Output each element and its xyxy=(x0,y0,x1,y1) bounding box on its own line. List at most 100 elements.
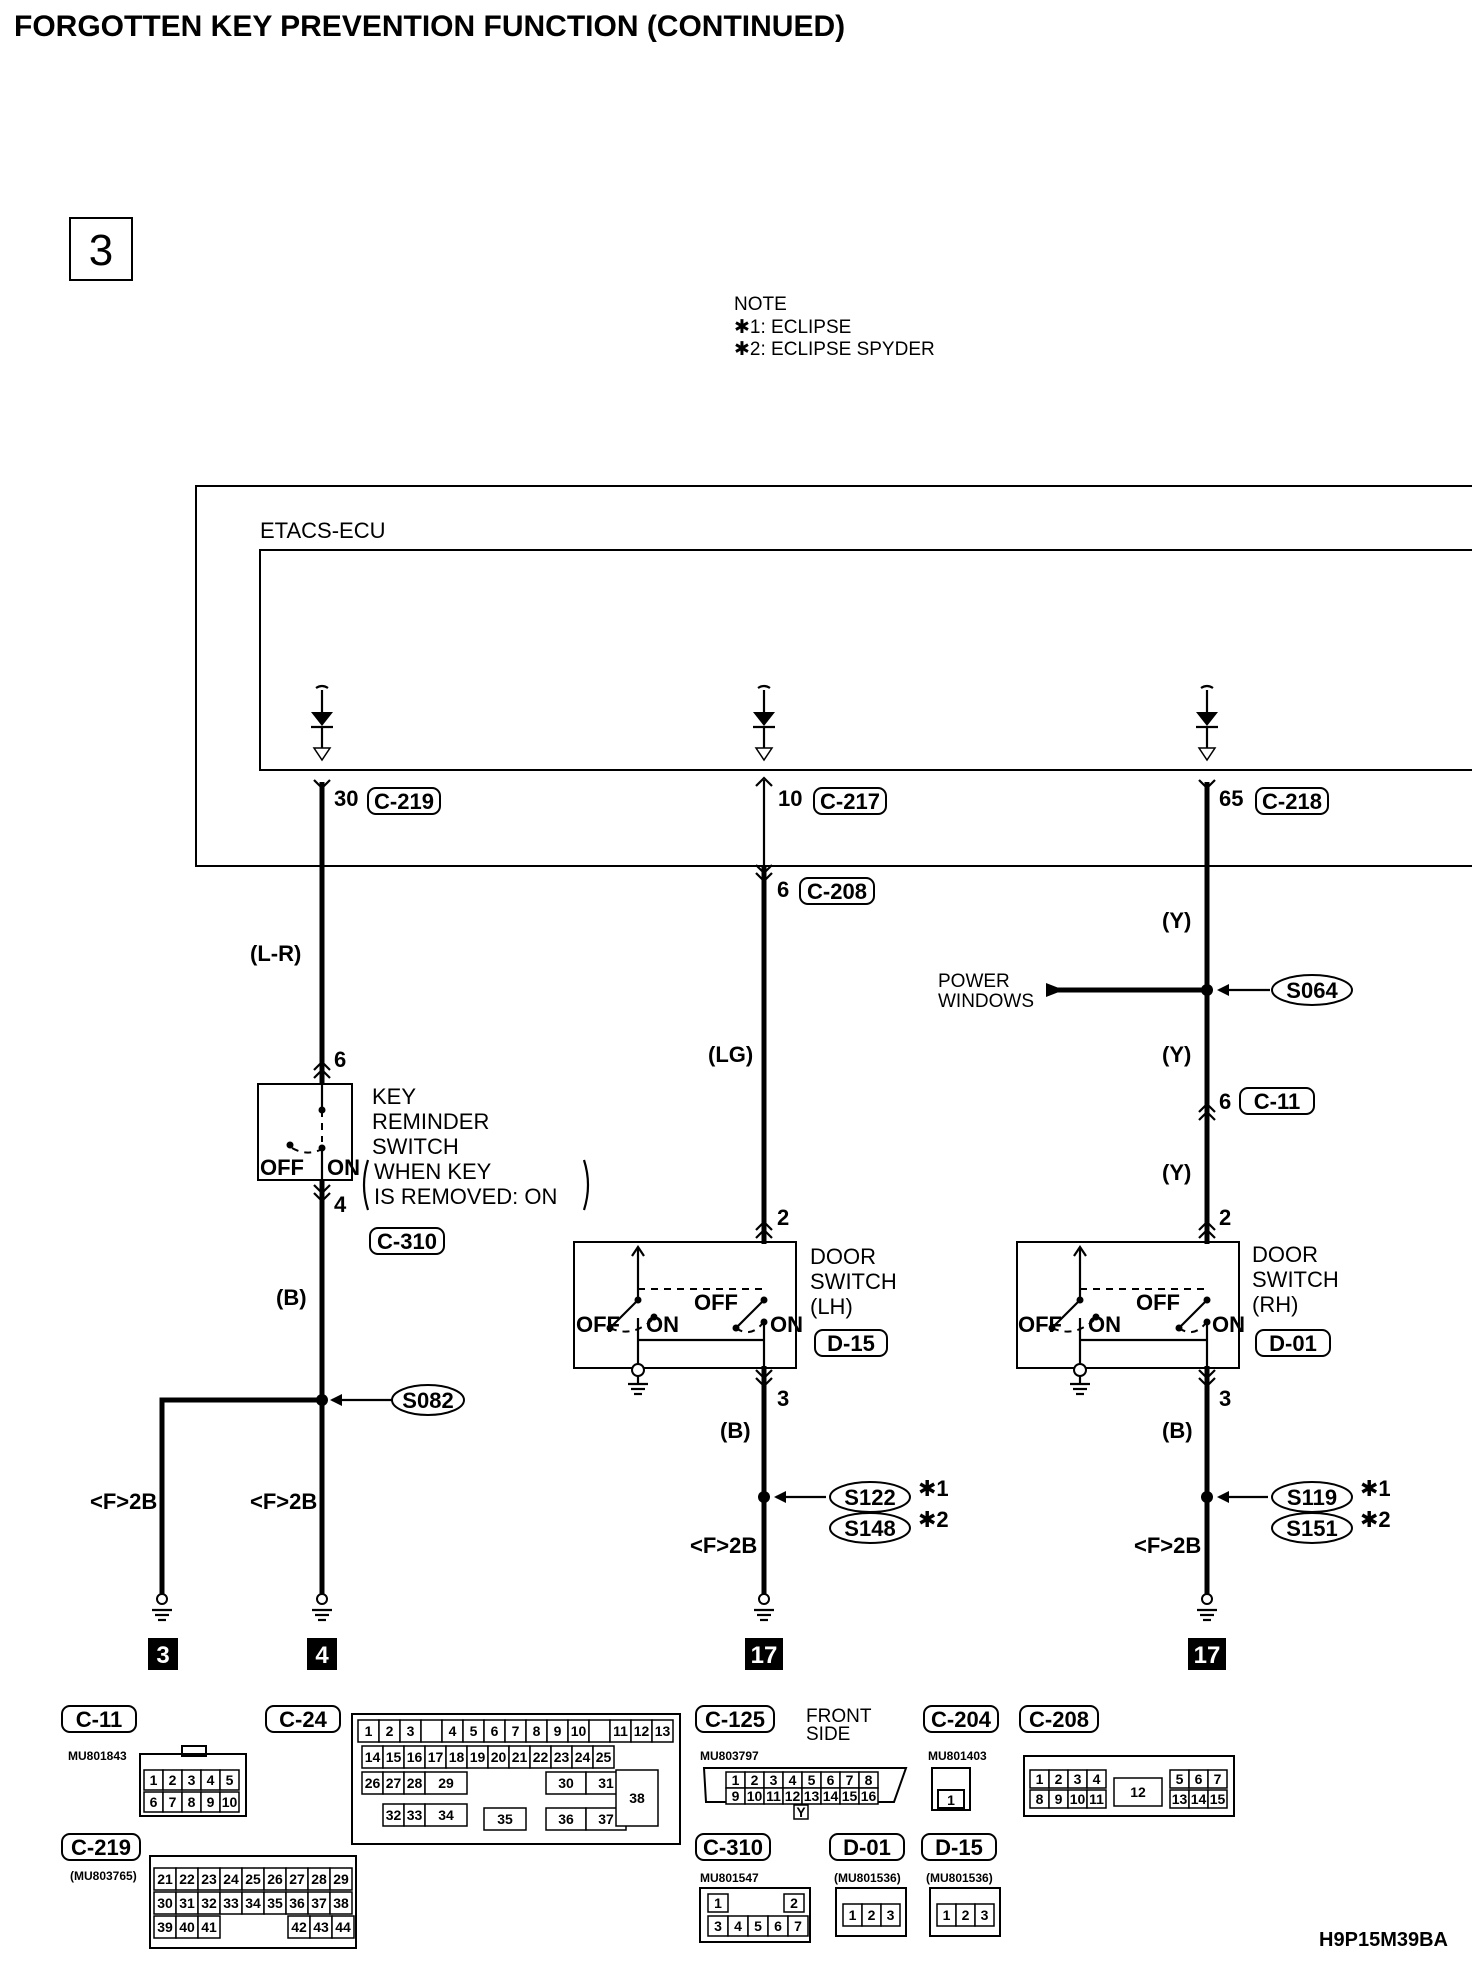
s082-oval xyxy=(391,1384,465,1416)
c204-cell: 1 xyxy=(947,1792,955,1808)
lh-sw-pin-bottom: 3 xyxy=(777,1386,789,1411)
key-sw-pin-bottom: 4 xyxy=(334,1192,347,1217)
d15-name: D-15 xyxy=(935,1835,983,1860)
c219-cell-label: 25 xyxy=(245,1871,261,1887)
note-eclipse-spyder: ✱2: ECLIPSE SPYDER xyxy=(734,339,935,360)
c125-cell-label: 1 xyxy=(732,1772,740,1788)
rh-jc-conn-box xyxy=(1239,1087,1315,1115)
door-lh-circuit xyxy=(755,776,773,1595)
c204-cell-box xyxy=(937,1789,965,1809)
ground-label-box-4 xyxy=(307,1638,337,1670)
key-reminder-circuit xyxy=(159,779,331,1595)
c208-cell-label: 7 xyxy=(1214,1771,1222,1787)
c208-cell-label: 2 xyxy=(1055,1771,1063,1787)
c208-cell-label: 8 xyxy=(1036,1791,1044,1807)
key-switch-off: OFF xyxy=(260,1155,304,1180)
c24-cell-label: 14 xyxy=(365,1749,381,1765)
rh-splice-1: S119 xyxy=(1287,1485,1337,1510)
c24-cell-label: 15 xyxy=(386,1749,402,1765)
lh-mark-1: ✱1 xyxy=(918,1476,949,1501)
c11-cell-box xyxy=(219,1791,240,1813)
c208-cell-box xyxy=(1086,1769,1107,1789)
lh-splice-arrow xyxy=(774,1491,786,1503)
door-switch-rh xyxy=(1016,1241,1240,1396)
key-cond-paren-right xyxy=(582,1159,590,1211)
c208-cell-box xyxy=(1086,1789,1107,1809)
c11-part: MU801843 xyxy=(68,1749,127,1763)
c219-cell-label: 42 xyxy=(291,1919,307,1935)
c11-cell-label: 1 xyxy=(150,1772,158,1788)
d15-cell-box xyxy=(974,1903,995,1927)
c24-cell-label: 23 xyxy=(554,1749,570,1765)
c24-cell-label: 20 xyxy=(491,1749,507,1765)
c125-cell-label: 16 xyxy=(861,1788,877,1804)
rh-on-1: ON xyxy=(1088,1312,1121,1337)
d01-cell-label: 3 xyxy=(887,1907,895,1923)
c208-cell-label: 12 xyxy=(1130,1784,1146,1800)
c24-cell-label: 28 xyxy=(407,1775,423,1791)
c11-cell-label: 5 xyxy=(226,1772,234,1788)
c219-cell-label: 28 xyxy=(311,1871,327,1887)
c219-cell-label: 35 xyxy=(267,1895,283,1911)
c208-cell-label: 11 xyxy=(1089,1791,1104,1807)
ecu-diode-lh xyxy=(753,684,775,762)
c310-part: MU801547 xyxy=(700,1871,759,1885)
c11-cell-label: 2 xyxy=(169,1772,177,1788)
c125-cell-label: 3 xyxy=(770,1772,778,1788)
key-cond-paren-left xyxy=(362,1159,370,1211)
c208-cell-box xyxy=(1113,1777,1163,1807)
c11-cell-label: 10 xyxy=(222,1794,238,1810)
lh-ecu-pin: 10 xyxy=(778,786,802,811)
note-eclipse: ✱1: ECLIPSE xyxy=(734,317,851,338)
c125-cell-label: 14 xyxy=(823,1788,839,1804)
c24-cell-box xyxy=(420,1719,443,1743)
c125-cell-label: 10 xyxy=(747,1788,763,1804)
c11-body xyxy=(139,1753,247,1817)
c208-cell-label: 4 xyxy=(1093,1771,1101,1787)
c125-body xyxy=(702,1767,908,1803)
c24-cell-label: 7 xyxy=(512,1723,520,1739)
c208-cell-label: 3 xyxy=(1074,1771,1082,1787)
c11-name-box xyxy=(61,1705,137,1733)
c219-cell-label: 43 xyxy=(313,1919,329,1935)
c24-cell-label: 12 xyxy=(634,1723,650,1739)
key-switch-label-1: KEY xyxy=(372,1084,416,1109)
ground-symbol-4 xyxy=(312,1593,332,1622)
c24-cell-label: 17 xyxy=(428,1749,444,1765)
c125-caption-2: SIDE xyxy=(806,1724,850,1745)
c125-cell-label: 11 xyxy=(766,1788,781,1804)
c310-cell-label: 6 xyxy=(774,1918,782,1934)
c24-cell-label: 3 xyxy=(407,1723,415,1739)
lh-wire-b: (B) xyxy=(720,1418,751,1443)
c24-cell-label: 26 xyxy=(365,1775,381,1791)
door-rh-label-2: SWITCH xyxy=(1252,1267,1339,1292)
c219-cell-label: 21 xyxy=(157,1871,173,1887)
c24-name-box xyxy=(265,1705,341,1733)
c125-name-box xyxy=(695,1705,775,1733)
c125-cell-label: 5 xyxy=(808,1772,816,1788)
key-wire-b: (B) xyxy=(276,1285,307,1310)
c24-cell-box xyxy=(424,1771,468,1795)
c24-cell-label: 5 xyxy=(470,1723,478,1739)
c24-cell-label: 8 xyxy=(533,1723,541,1739)
c125-cell-label: 13 xyxy=(804,1788,820,1804)
c208-cell-label: 5 xyxy=(1176,1771,1184,1787)
c125-cell-label: 7 xyxy=(846,1772,854,1788)
lh-jc-conn-box xyxy=(799,877,875,905)
ecu-diode-rh xyxy=(1196,684,1218,762)
power-windows-label-1: POWER xyxy=(938,971,1010,992)
c11-cell-label: 8 xyxy=(188,1794,196,1810)
c310-cell-label: 4 xyxy=(734,1918,742,1934)
c125-cell-label: 9 xyxy=(732,1788,740,1804)
lh-on-2: ON xyxy=(770,1312,803,1337)
c208-cell-box xyxy=(1207,1769,1228,1789)
rh-ref: <F>2B xyxy=(1134,1533,1201,1558)
rh-wire-y-1: (Y) xyxy=(1162,908,1191,933)
c24-cell-box xyxy=(651,1719,674,1743)
door-switch-lh xyxy=(573,1241,797,1396)
c24-cell-label: 13 xyxy=(655,1723,671,1739)
c219-name: C-219 xyxy=(71,1835,131,1860)
